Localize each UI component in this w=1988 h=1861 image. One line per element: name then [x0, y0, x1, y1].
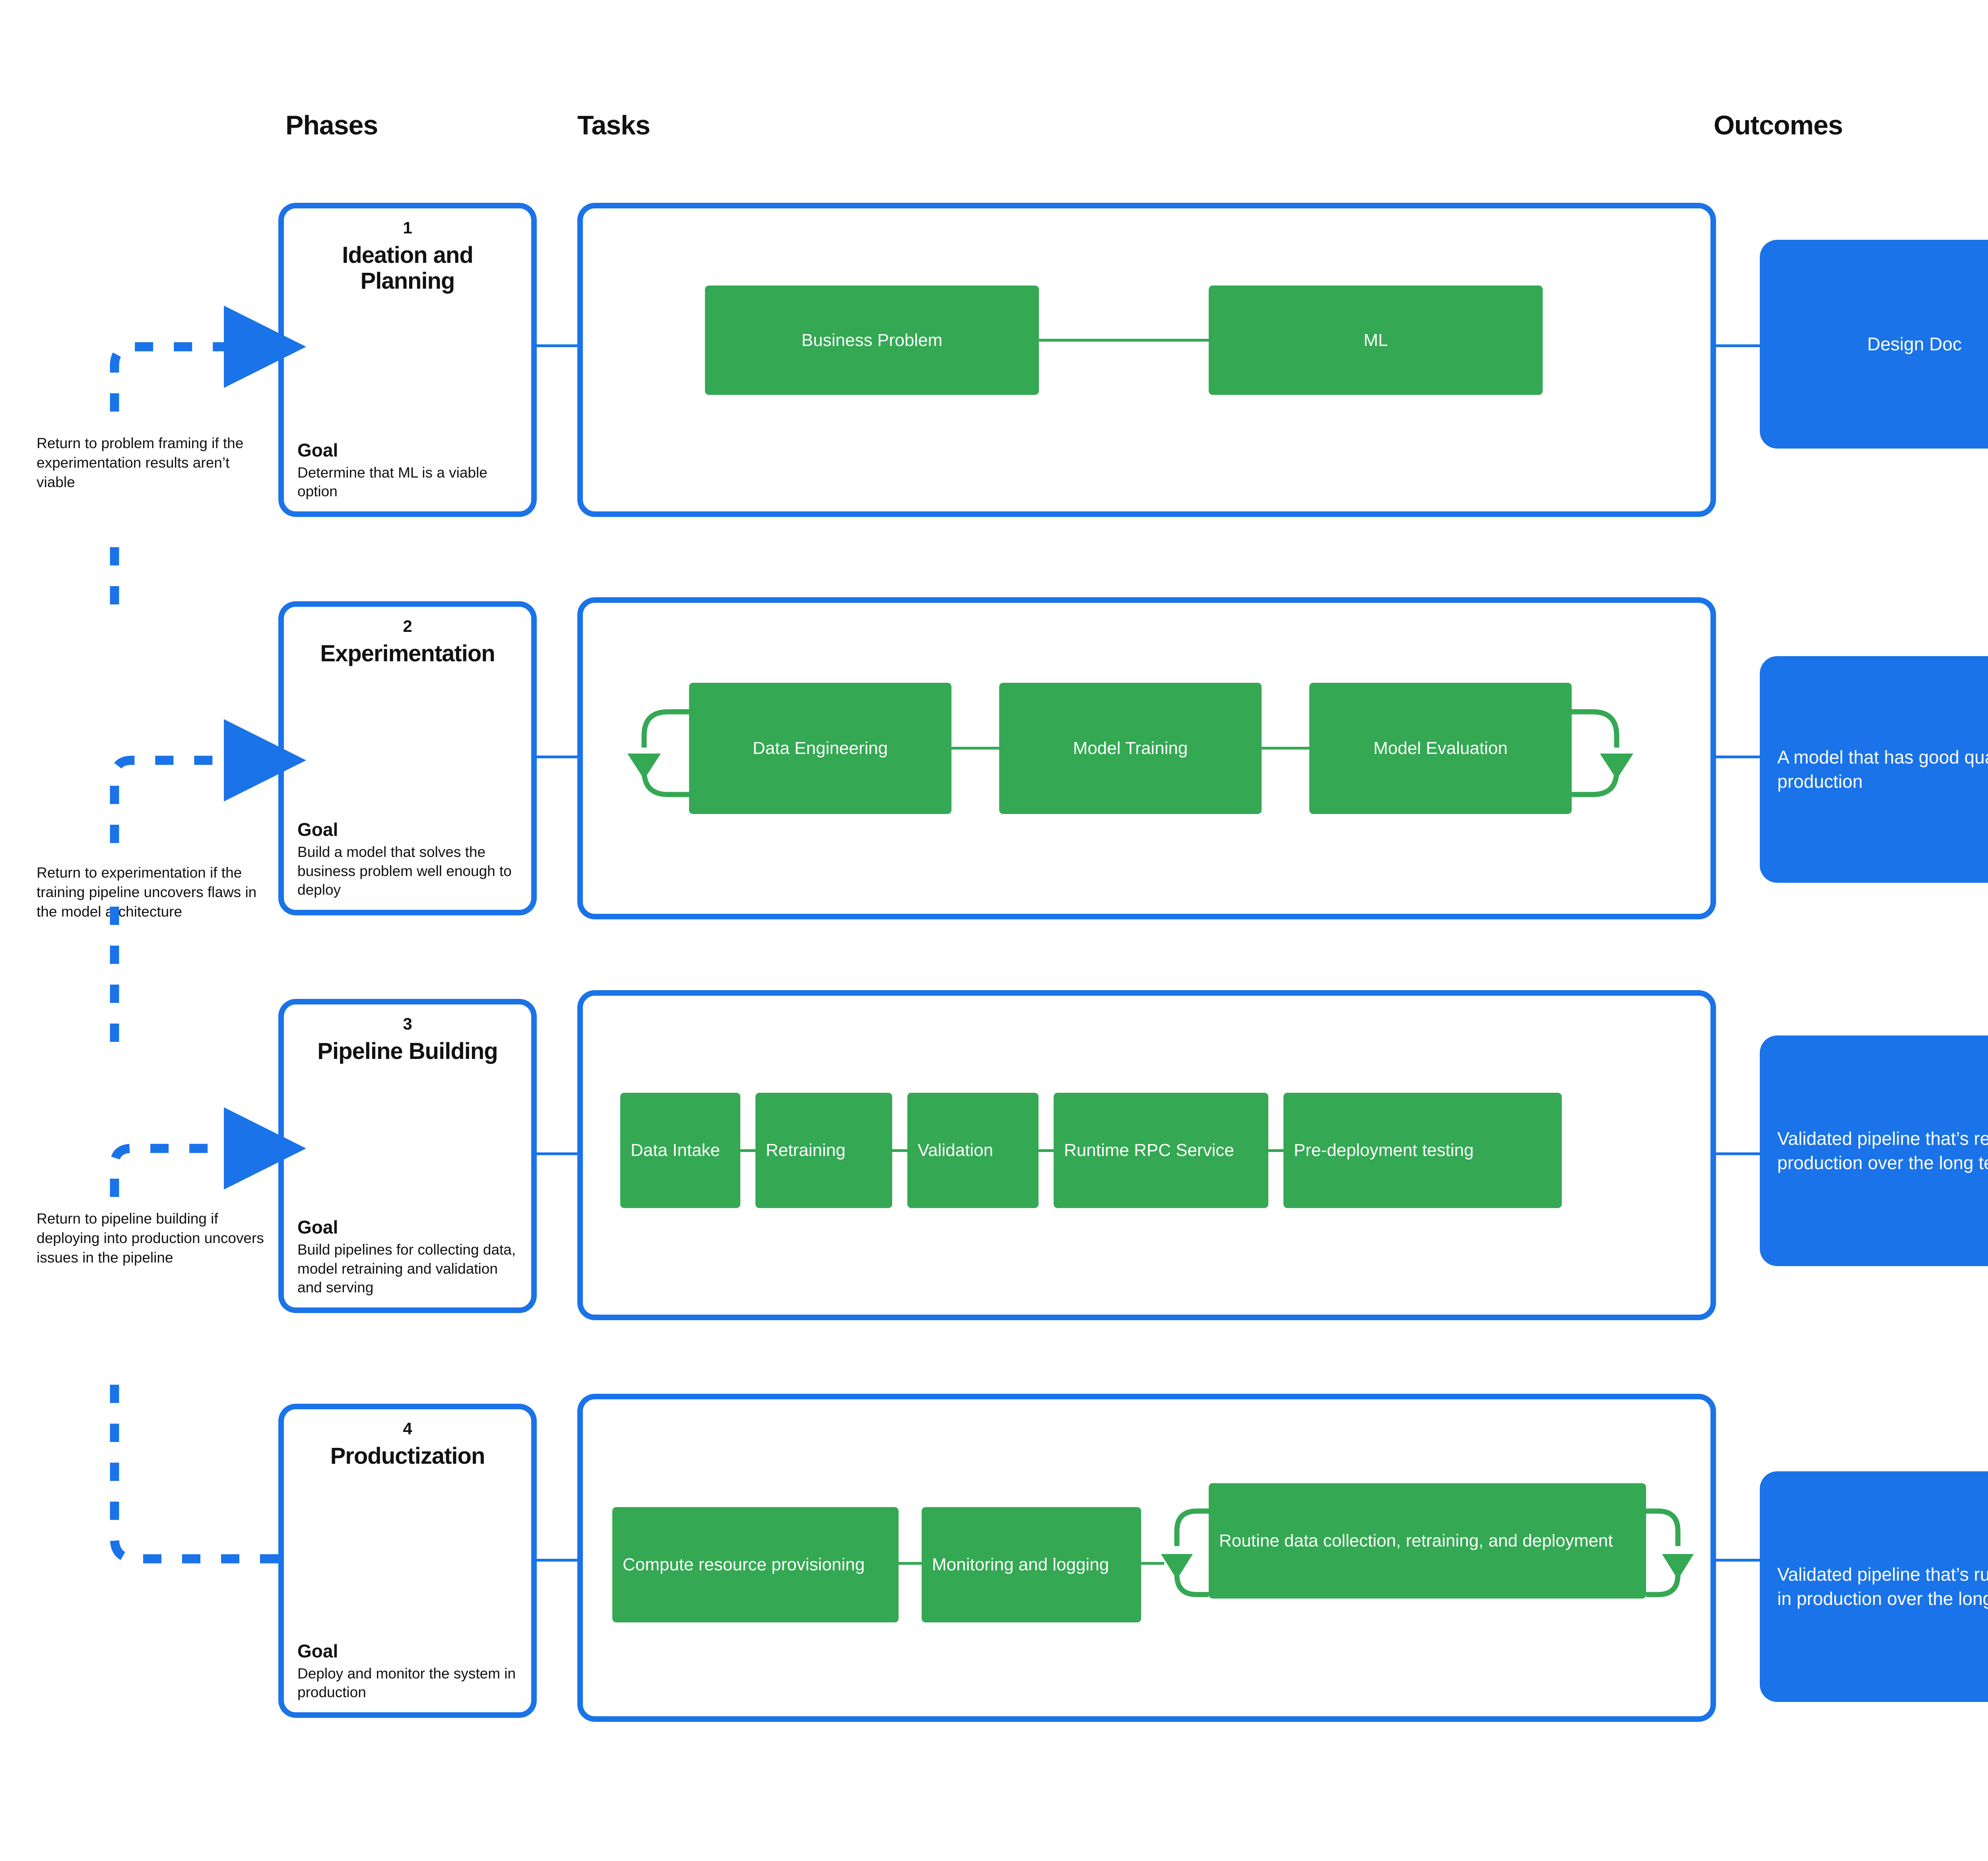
feedback-note-return-problem-framing: Return to problem framing if the experim… [37, 433, 265, 492]
goal-label-1: Goal [297, 439, 338, 460]
phase-title-1: Ideation and Planning [342, 242, 474, 294]
task-chip-monitoring-and-logging[interactable]: Monitoring and logging [922, 1507, 1141, 1622]
connector-phase3-to-tasks [537, 1152, 579, 1155]
phase-number-3: 3 [403, 1014, 412, 1033]
feedback-note-text: Return to experimentation if the trainin… [37, 864, 257, 920]
task-chip-retraining[interactable]: Retraining [755, 1093, 892, 1208]
connector-tasks1-to-outcome [1716, 344, 1760, 347]
task-link-2-1 [951, 747, 999, 750]
phase-card-2[interactable]: 2 Experimentation Goal Build a model tha… [278, 601, 537, 915]
phase-goal-block-2: Goal Build a model that solves the busin… [297, 819, 518, 899]
connector-phase4-to-tasks [537, 1559, 579, 1562]
task-chip-model-evaluation[interactable]: Model Evaluation [1309, 683, 1572, 814]
task-chip-label: Data Intake [631, 1140, 720, 1160]
feedback-note-text: Return to problem framing if the experim… [37, 435, 244, 491]
task-chip-ml[interactable]: ML [1209, 286, 1543, 395]
task-link-1-1 [1039, 339, 1209, 342]
phase-card-3[interactable]: 3 Pipeline Building Goal Build pipelines… [278, 999, 537, 1313]
task-chip-label: Validation [918, 1140, 993, 1160]
task-link-3-4 [1268, 1149, 1283, 1152]
task-chip-label: Pre-deployment testing [1294, 1140, 1474, 1160]
task-chip-validation[interactable]: Validation [907, 1093, 1039, 1208]
task-chip-label: Model Training [1073, 738, 1188, 758]
goal-label-3: Goal [297, 1216, 338, 1237]
task-chip-label: Runtime RPC Service [1064, 1140, 1234, 1160]
connector-phase1-to-tasks [537, 344, 579, 347]
connector-tasks4-to-outcome [1716, 1559, 1760, 1562]
column-header-tasks: Tasks [577, 110, 650, 140]
outcome-label: Design Doc [1867, 334, 1962, 355]
goal-text-3: Build pipelines for collecting data, mod… [297, 1241, 516, 1296]
feedback-note-text: Return to pipeline building if deploying… [37, 1210, 264, 1266]
phase-title-2: Experimentation [320, 641, 495, 667]
task-chip-pre-deployment-testing[interactable]: Pre-deployment testing [1283, 1093, 1562, 1208]
task-chip-data-intake[interactable]: Data Intake [620, 1093, 740, 1208]
task-chip-label: ML [1363, 330, 1388, 350]
connector-tasks3-to-outcome [1716, 1152, 1760, 1155]
task-chip-label: Business Problem [801, 330, 943, 350]
task-link-3-2 [892, 1149, 907, 1152]
phase-number-1: 1 [403, 218, 412, 237]
task-chip-compute-resource-provisioning[interactable]: Compute resource provisioning [612, 1507, 899, 1622]
outcome-box-1[interactable]: Design Doc [1760, 240, 1988, 449]
task-chip-model-training[interactable]: Model Training [999, 683, 1262, 814]
column-header-phases: Phases [285, 110, 378, 140]
task-chip-business-problem[interactable]: Business Problem [705, 286, 1039, 395]
phase-card-1[interactable]: 1 Ideation and Planning Goal Determine t… [278, 203, 537, 517]
feedback-path-to-phase-2 [110, 719, 306, 843]
task-link-4-2 [1141, 1562, 1164, 1565]
goal-label-2: Goal [297, 819, 338, 840]
outcome-box-4[interactable]: Validated pipeline that’s running in pro… [1760, 1471, 1988, 1702]
phase-number-2: 2 [403, 617, 412, 635]
task-chip-label: Retraining [766, 1140, 846, 1160]
feedback-spine-left [110, 1376, 278, 1564]
outcome-box-3[interactable]: Validated pipeline that’s ready for prod… [1760, 1035, 1988, 1266]
phase-goal-block-4: Goal Deploy and monitor the system in pr… [297, 1640, 518, 1702]
phase-number-4: 4 [403, 1419, 412, 1438]
task-chip-label: Monitoring and logging [932, 1555, 1109, 1575]
feedback-note-return-experimentation: Return to experimentation if the trainin… [37, 863, 271, 922]
outcome-box-2[interactable]: A model that has good quality for produc… [1760, 656, 1988, 883]
task-chip-label: Model Evaluation [1373, 738, 1508, 758]
task-chip-label: Data Engineering [752, 738, 888, 758]
goal-text-1: Determine that ML is a viable option [297, 464, 487, 500]
task-chip-data-engineering[interactable]: Data Engineering [689, 683, 951, 814]
feedback-note-return-pipeline-building: Return to pipeline building if deploying… [37, 1209, 279, 1268]
task-chip-label: Routine data collection, retraining, and… [1219, 1531, 1613, 1551]
task-link-3-3 [1039, 1149, 1054, 1152]
connector-phase2-to-tasks [537, 756, 579, 758]
phase-goal-block-3: Goal Build pipelines for collecting data… [297, 1216, 518, 1297]
outcome-label: A model that has good quality for produc… [1777, 747, 1988, 792]
task-link-4-1 [899, 1562, 922, 1565]
feedback-path-to-phase-3 [110, 1107, 306, 1197]
outcome-label: Validated pipeline that’s ready for prod… [1777, 1128, 1988, 1173]
task-chip-runtime-rpc-service[interactable]: Runtime RPC Service [1054, 1093, 1268, 1208]
phase-card-4[interactable]: 4 Productization Goal Deploy and monitor… [278, 1404, 537, 1718]
feedback-path-to-phase-1 [110, 305, 306, 412]
task-chip-label: Compute resource provisioning [623, 1555, 865, 1575]
connector-tasks2-to-outcome [1716, 756, 1760, 758]
goal-text-2: Build a model that solves the business p… [297, 843, 512, 898]
goal-label-4: Goal [297, 1640, 338, 1661]
task-chip-routine-data-collection[interactable]: Routine data collection, retraining, and… [1209, 1483, 1646, 1599]
phase-goal-block-1: Goal Determine that ML is a viable optio… [297, 439, 518, 501]
phase-title-4: Productization [330, 1443, 485, 1469]
column-header-outcomes: Outcomes [1714, 110, 1843, 140]
task-link-3-1 [740, 1149, 755, 1152]
phase-title-3: Pipeline Building [317, 1038, 498, 1065]
goal-text-4: Deploy and monitor the system in product… [297, 1665, 516, 1701]
task-link-2-2 [1262, 747, 1309, 750]
outcome-label: Validated pipeline that’s running in pro… [1777, 1564, 1988, 1609]
